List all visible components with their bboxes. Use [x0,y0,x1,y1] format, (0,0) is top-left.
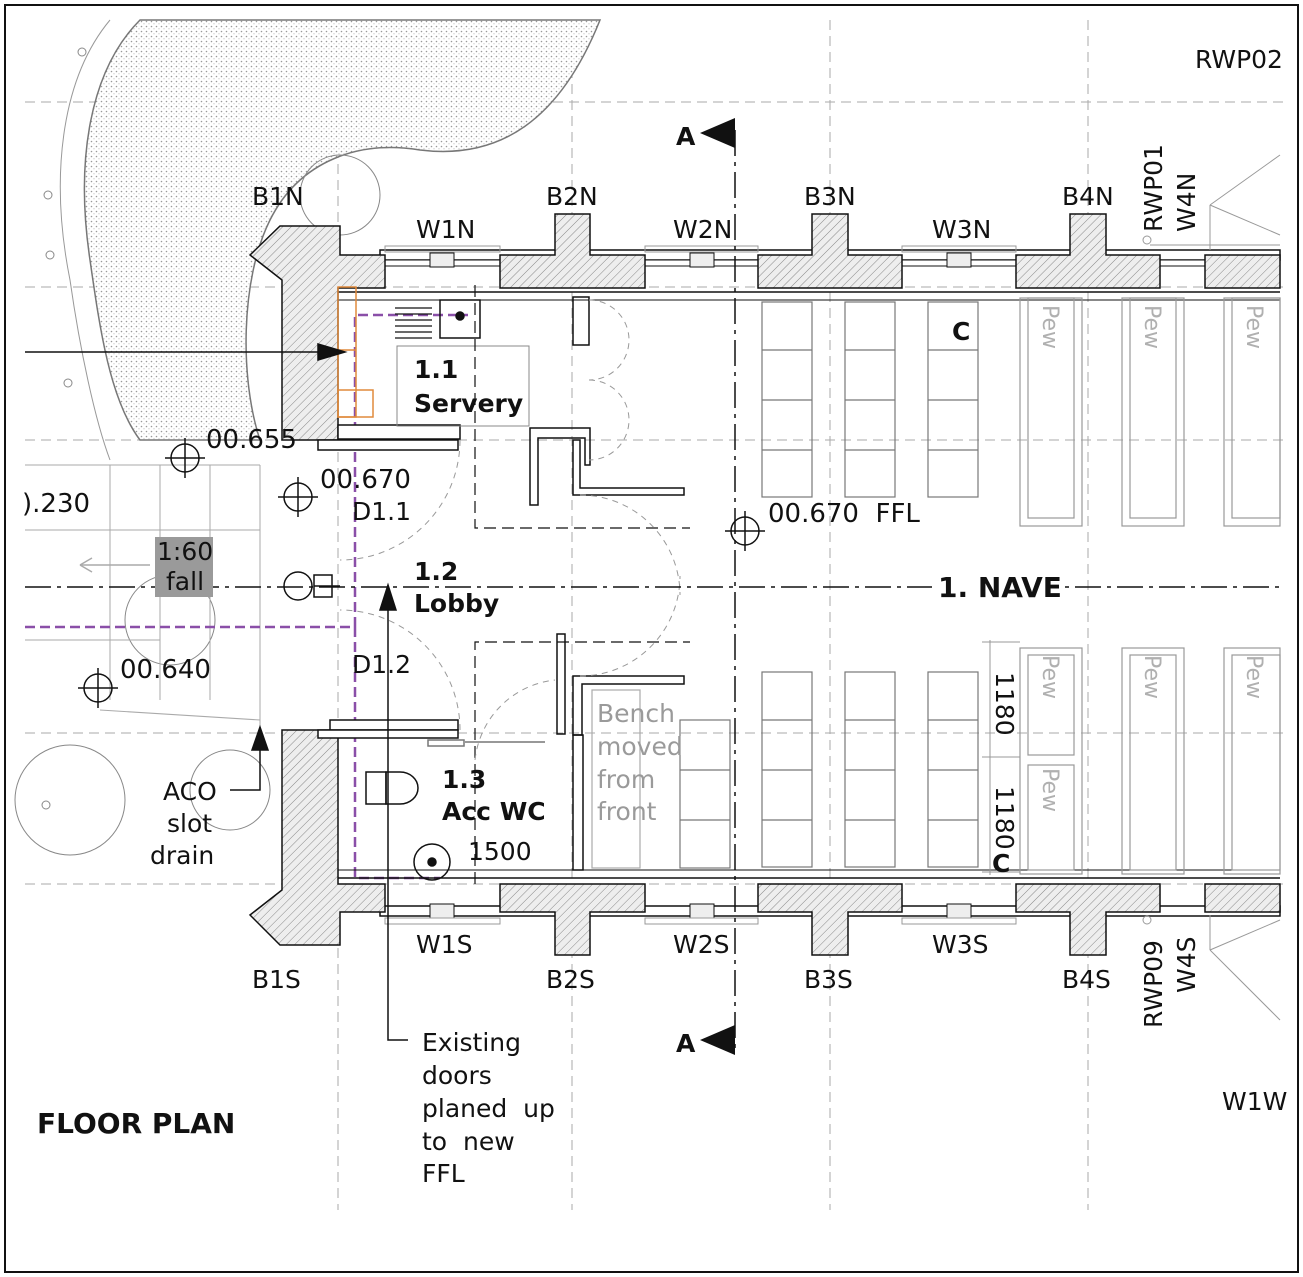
dimension-1180-lower: 1180 [990,786,1019,850]
pew-label-s4: Pew [1241,655,1266,699]
buttress-b1s-label: B1S [252,965,301,994]
fall-box [155,537,213,597]
level-230: ).230 [22,489,90,519]
door-d1-2-label: D1.2 [352,650,411,679]
gully-fitting [283,571,340,601]
existing-doors-line-3: planed up [422,1094,555,1123]
level-marker-1 [165,438,205,478]
window-w2n-label: W2N [673,215,732,244]
internal-partitions [529,296,685,871]
section-mark-top: A [676,122,696,151]
wc-fittings [365,739,545,881]
window-w1n-label: W1N [416,215,475,244]
pews [1019,297,1281,875]
rwp09-symbol [1142,915,1152,925]
section-mark-bottom: A [676,1029,696,1058]
door-swings [339,299,681,761]
room-boundaries [474,285,690,884]
pew-label-n1: Pew [1037,305,1062,349]
aco-note-line-2: slot [167,809,212,838]
level-marker-4 [78,668,118,708]
existing-doors-line-4: to new [422,1127,515,1156]
drawing-title: FLOOR PLAN [37,1107,235,1140]
chair-marker-north: C [952,317,970,346]
nave-label-bg [932,568,1050,604]
buttress-b1n-label: B1N [252,182,304,211]
chair-marker-south: C [992,849,1010,878]
window-w2s-label: W2S [673,930,730,959]
rwp01-label: RWP01 [1139,144,1168,232]
servery-name: Servery [414,389,523,418]
dimension-lines [982,640,1020,875]
bench-note-line-3: from [597,765,655,794]
window-w1s-label: W1S [416,930,473,959]
drawing-frame [4,4,1299,1273]
servery-fittings [395,299,530,427]
nave-chairs [591,301,979,869]
bench-note-line-1: Bench [597,699,675,728]
bench-note-line-4: front [597,797,657,826]
level-00-640: 00.640 [120,655,211,685]
level-marker-2 [278,477,318,517]
fall-ratio: 1:60 [157,537,213,566]
existing-doors-line-2: doors [422,1061,492,1090]
aco-note-line-1: ACO [163,777,217,806]
wc-name: Acc WC [442,797,546,826]
window-w4n-label: W4N [1172,173,1201,232]
level-00-670-ffl: 00.670 FFL [768,499,920,529]
landscape-path [83,19,602,441]
wc-number: 1.3 [442,765,486,794]
level-marker-3 [725,511,765,551]
buttress-b2s-label: B2S [546,965,595,994]
section-line [700,118,736,1055]
rwp01-symbol [1142,235,1152,245]
w1w-label: W1W [1222,1087,1287,1116]
level-00-655: 00.655 [206,425,297,455]
window-w3s-label: W3S [932,930,989,959]
fall-word: fall [166,567,204,596]
dimension-1500: 1500 [468,837,532,866]
buttress-b3s-label: B3S [804,965,853,994]
entrance-arrows [25,342,408,1041]
pew-label-s2: Pew [1037,768,1062,812]
landscape-edge [59,19,111,461]
window-w3n-label: W3N [932,215,991,244]
south-wall [248,729,1281,956]
buttress-b4n-label: B4N [1062,182,1114,211]
nave-label: 1. NAVE [938,571,1062,604]
north-wall [248,213,1281,441]
aco-note-line-3: drain [150,841,214,870]
existing-doors-line-5: FFL [422,1159,465,1188]
dimension-1180-upper: 1180 [990,672,1019,736]
level-00-670-porch: 00.670 [320,465,411,495]
lobby-number: 1.2 [414,557,458,586]
lobby-name: Lobby [414,589,499,618]
rwp02-label: RWP02 [1195,45,1283,74]
servery-number: 1.1 [414,355,458,384]
rwp09-label: RWP09 [1139,940,1168,1028]
buttress-b2n-label: B2N [546,182,598,211]
pew-label-n3: Pew [1241,305,1266,349]
door-d1-1-label: D1.1 [352,497,411,526]
bench-note-line-2: moved [597,732,683,761]
buttress-b4s-label: B4S [1062,965,1111,994]
pew-label-n2: Pew [1139,305,1164,349]
pew-label-s3: Pew [1139,655,1164,699]
pew-label-s1: Pew [1037,655,1062,699]
east-tower-outline [1150,154,1281,1021]
level-markers [78,438,765,708]
buttress-b3n-label: B3N [804,182,856,211]
existing-doors-line-1: Existing [422,1028,521,1057]
window-w4s-label: W4S [1172,937,1201,994]
